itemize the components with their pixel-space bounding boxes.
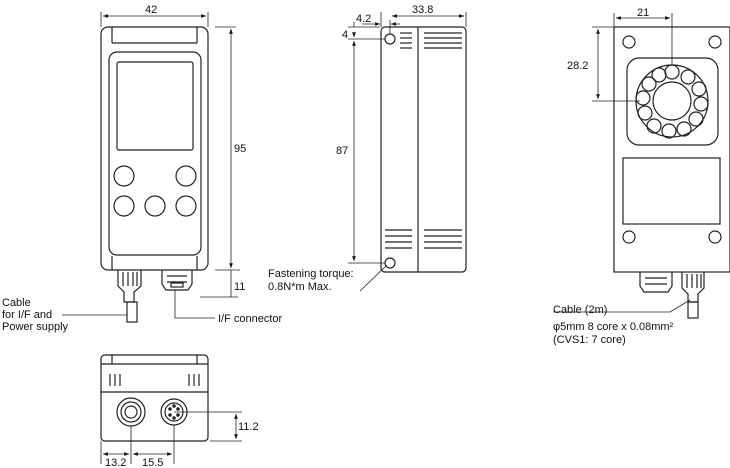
lens-housing: [626, 57, 719, 146]
bottom-right-dim: 15.5: [142, 457, 163, 468]
side-depth-dim: 33.8: [412, 4, 433, 16]
back-connector: [639, 272, 673, 293]
side-view: [380, 26, 467, 273]
bottom-dimensions: [100, 411, 242, 464]
bottom-body-outline: [100, 354, 209, 442]
front-cable-label-1: Cable: [2, 297, 31, 309]
side-top-dim: 4: [342, 29, 348, 41]
front-panel: [108, 51, 202, 256]
side-body-outline: [380, 26, 467, 273]
bottom-view: [100, 354, 209, 442]
button-bottom-left: [113, 195, 135, 217]
label-plate: [622, 157, 721, 225]
back-cable-label-3: (CVS1: 7 core): [553, 334, 626, 346]
back-dimensions: [553, 13, 691, 313]
torque-label-2: 0.8N*m Max.: [268, 281, 332, 293]
back-width-dim: 21: [637, 7, 649, 19]
bottom-height-dim: 11.2: [238, 421, 259, 433]
front-view: [100, 26, 209, 323]
screw-top-left: [622, 35, 636, 49]
back-cable-label-1: Cable (2m): [553, 304, 607, 316]
front-dimensions: [62, 12, 240, 319]
front-width-dim: 42: [145, 4, 157, 16]
back-cable-stub: [687, 301, 699, 319]
front-height-dim: 95: [234, 143, 246, 155]
if-connector: [161, 270, 193, 291]
back-view: [613, 26, 730, 319]
front-connector-dim: 11: [234, 281, 245, 293]
front-cable-label-3: Power supply: [2, 321, 69, 333]
button-bottom-center: [144, 195, 166, 217]
front-body-outline: [100, 26, 209, 271]
display-window: [116, 61, 194, 151]
side-offset-dim: 4.2: [356, 13, 371, 25]
mount-hole-top: [384, 33, 396, 45]
back-cable-label-2: φ5mm 8 core x 0.08mm²: [553, 321, 674, 333]
side-dimensions: [348, 12, 467, 292]
screw-bottom-left: [622, 230, 636, 244]
bottom-left-dim: 13.2: [105, 457, 126, 468]
button-top-left: [113, 165, 135, 187]
mount-hole-bottom: [384, 257, 396, 269]
screw-bottom-right: [708, 230, 722, 244]
screw-top-right: [708, 35, 722, 49]
front-cable-label-2: for I/F and: [2, 309, 52, 321]
back-height-dim: 28.2: [567, 60, 588, 72]
button-top-right: [175, 165, 197, 187]
lens: [652, 81, 692, 121]
side-height-dim: 87: [336, 145, 348, 157]
button-bottom-right: [175, 195, 197, 217]
torque-label-1: Fastening torque:: [268, 268, 354, 280]
cable-stub: [126, 301, 138, 323]
if-connector-label: I/F connector: [218, 313, 283, 325]
